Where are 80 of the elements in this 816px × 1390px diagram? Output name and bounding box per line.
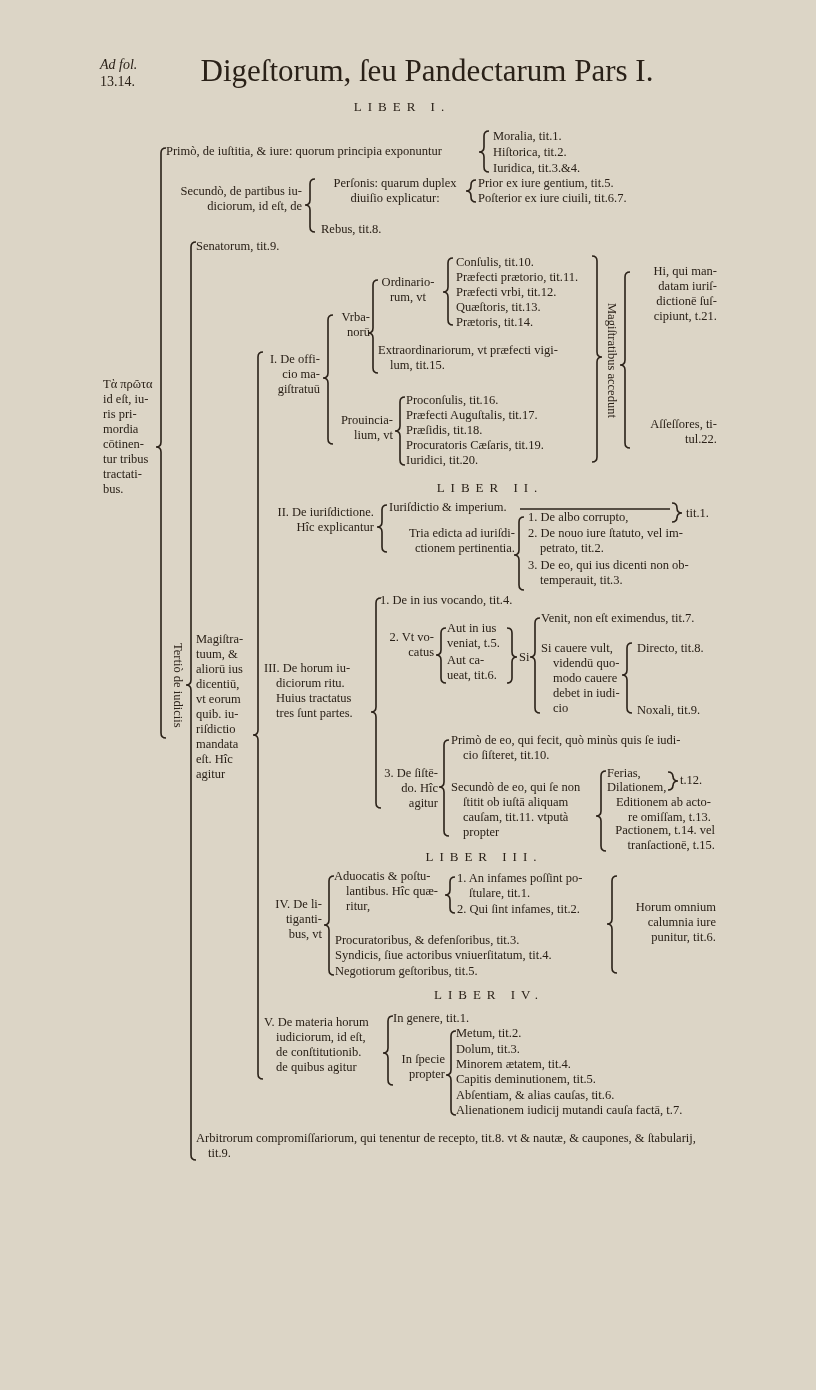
outline-entry: I. De offi- cio ma- giſtratuū: [268, 352, 320, 397]
outline-entry: Iuridica, tit.3.&4.: [493, 161, 581, 176]
outline-entry: Prior ex iure gentium, tit.5.: [478, 176, 614, 191]
outline-entry: Præfecti Auguſtalis, tit.17.: [406, 408, 538, 423]
outline-entry: Magiſtra- tuum, & aliorū ius dicentiū, vt eorum quib. iu- riſdictio mandata eſt. Hîc agitur: [196, 632, 245, 782]
outline-entry: Iuridici, tit.20.: [406, 453, 479, 468]
vertical-heading: Tertiò de iudiciis: [170, 641, 185, 730]
outline-entry: Ferias,: [607, 766, 641, 781]
outline-entry: Prouincia- lium, vt: [339, 413, 393, 443]
outline-entry: Præſidis, tit.18.: [406, 423, 483, 438]
outline-entry: Horum omnium calumnia iure punitur, tit.6.: [634, 900, 716, 945]
outline-entry: Quæſtoris, tit.13.: [456, 300, 541, 315]
outline-entry: Hi, qui man- datam iuriſ- dictionē ſuſ- cipiunt, t.21.: [652, 264, 717, 324]
outline-entry: Aſſeſſores, ti- tul.22.: [649, 417, 717, 447]
outline-entry: Dilationem,: [607, 780, 667, 795]
outline-entry: V. De materia horum iudiciorum, id eſt, de conſtitutionib. de quibus agitur: [264, 1015, 370, 1075]
outline-entry: 2. Qui ſint infames, tit.2.: [457, 902, 580, 917]
outline-entry: 1. De in ius vocando, tit.4.: [380, 593, 513, 608]
outline-entry: Perſonis: quarum duplex diuiſio explicatur:: [332, 176, 458, 206]
outline-entry: Præfecti vrbi, tit.12.: [456, 285, 557, 300]
outline-entry: Primò, de iuſtitia, & iure: quorum principia exponuntur: [166, 144, 442, 159]
margin-note: Ad fol. 13.14.: [100, 56, 139, 90]
outline-entry: tit.1.: [686, 506, 709, 521]
outline-entry: Ordinario- rum, vt: [380, 275, 436, 305]
outline-entry: Aut ca- ueat, tit.6.: [447, 653, 498, 683]
outline-entry: 3. De ſiſtē- do. Hîc agitur: [383, 766, 438, 811]
outline-entry: Præfecti prætorio, tit.11.: [456, 270, 579, 285]
outline-entry: Editionem ab acto- re omiſſam, t.13.: [614, 795, 711, 825]
book-heading: LIBER III.: [425, 849, 543, 864]
outline-entry: Aut in ius veniat, t.5.: [447, 621, 501, 651]
outline-entry: Extraordinariorum, vt præfecti vigi- lum, tit.15.: [378, 343, 559, 373]
outline-entry: Conſulis, tit.10.: [456, 255, 534, 270]
page-title: Digeſtorum, ſeu Pandectarum Pars I.: [200, 52, 654, 90]
outline-entry: Secundò de eo, qui ſe non ſtitit ob iuſtā aliquam cauſam, tit.11. vtputà propter: [451, 780, 582, 840]
outline-entry: Senatorum, tit.9.: [196, 239, 280, 254]
outline-entry: Tria edicta ad iuriſdi- ctionem pertinentia.: [407, 526, 515, 556]
outline-entry: Minorem ætatem, tit.4.: [456, 1057, 571, 1072]
outline-entry: Negotiorum geſtoribus, tit.5.: [335, 964, 478, 979]
outline-entry: In genere, tit.1.: [393, 1011, 469, 1026]
outline-entry: Moralia, tit.1.: [493, 129, 562, 144]
outline-entry: Si cauere vult, videndū quo- modo cauere debet in iudi- cio: [541, 641, 621, 716]
book-heading: LIBER I.: [353, 99, 451, 114]
outline-entry: Abſentiam, & alias cauſas, tit.6.: [456, 1088, 615, 1103]
outline-entry: 2. Vt vo- catus: [388, 630, 434, 660]
outline-entry: Proconſulis, tit.16.: [406, 393, 499, 408]
outline-entry: 2. De nouo iure ſtatuto, vel im- petrato, tit.2.: [528, 526, 684, 556]
outline-entry: Procuratoris Cæſaris, tit.19.: [406, 438, 544, 453]
outline-entry: 1. De albo corrupto,: [528, 510, 629, 525]
outline-entry: 3. De eo, qui ius dicenti non ob- temperauit, tit.3.: [528, 558, 690, 588]
outline-entry: Metum, tit.2.: [456, 1026, 522, 1041]
outline-entry: Syndicis, ſiue actoribus vniuerſitatum, tit.4.: [335, 948, 552, 963]
book-heading: LIBER IV.: [433, 987, 545, 1002]
outline-entry: Prætoris, tit.14.: [456, 315, 534, 330]
outline-entry: III. De horum iu- diciorum ritu. Huius tractatus tres ſunt partes.: [264, 661, 354, 721]
outline-entry: 1. An infames poſſint po- ſtulare, tit.1.: [457, 871, 584, 901]
outline-entry: Τὰ πρῶτα id eſt, iu- ris pri- mordia cōtinen- tur tribus tractati- bus.: [103, 377, 154, 497]
outline-entry: Procuratoribus, & defenſoribus, tit.3.: [335, 933, 520, 948]
outline-entry: Dolum, tit.3.: [456, 1042, 520, 1057]
outline-entry: IV. De li- tiganti- bus, vt: [274, 897, 322, 942]
outline-entry: Noxali, tit.9.: [637, 703, 701, 718]
outline-entry: Pactionem, t.14. vel tranſactionē, t.15.: [614, 823, 715, 853]
outline-entry: II. De iuriſdictione. Hîc explicantur: [276, 505, 374, 535]
outline-entry: Secundò, de partibus iu- diciorum, id eſt, de: [179, 184, 302, 214]
outline-entry: Poſterior ex iure ciuili, tit.6.7.: [478, 191, 627, 206]
book-heading: LIBER II.: [436, 480, 544, 495]
outline-entry: Vrba- norū: [340, 310, 370, 340]
outline-entry: t.12.: [680, 773, 703, 788]
outline-entry: Arbitrorum compromiſſariorum, qui tenentur de recepto, tit.8. vt & nautæ, & caupones, & ſtabularij, tit.9.: [196, 1131, 697, 1161]
outline-entry: Alienationem iudicij mutandi cauſa factā, t.7.: [456, 1103, 683, 1118]
outline-entry: Si: [519, 650, 530, 665]
outline-entry: Hiſtorica, tit.2.: [493, 145, 567, 160]
outline-entry: Rebus, tit.8.: [321, 222, 382, 237]
outline-entry: Iuriſdictio & imperium.: [389, 500, 507, 515]
outline-entry: Aduocatis & poſtu- lantibus. Hîc quæ- ritur,: [334, 869, 439, 914]
outline-entry: Venit, non eſt eximendus, tit.7.: [541, 611, 695, 626]
outline-entry: Capitis deminutionem, tit.5.: [456, 1072, 596, 1087]
outline-entry: Directo, tit.8.: [637, 641, 704, 656]
outline-entry: Primò de eo, qui fecit, quò minùs quis ſe iudi- cio ſiſteret, tit.10.: [451, 733, 682, 763]
vertical-heading: Magiſtratibus accedunt: [604, 301, 619, 420]
outline-entry: In ſpecie propter: [400, 1052, 445, 1082]
